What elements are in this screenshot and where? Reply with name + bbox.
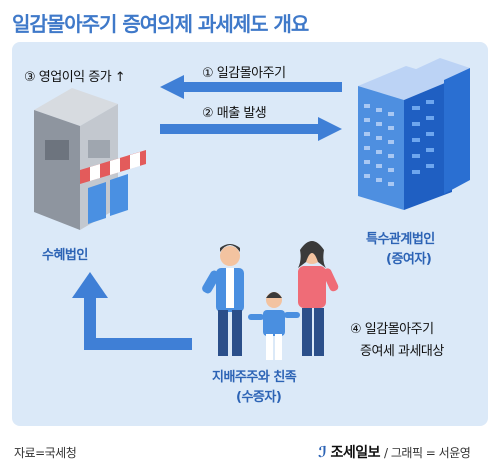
label-step2: ② 매출 발생 bbox=[202, 106, 267, 121]
page-title: 일감몰아주기 증여의제 과세제도 개요 bbox=[12, 12, 309, 36]
label-related-corp-role: (증여자) bbox=[386, 252, 432, 267]
arrow-up-icon bbox=[72, 272, 192, 350]
family-icon bbox=[202, 241, 339, 360]
source-note: 자료=국세청 bbox=[14, 446, 77, 460]
label-step1: ① 일감몰아주기 bbox=[202, 66, 286, 81]
footer-credit: ℐ 조세일보 / 그래픽 = 서윤영 bbox=[318, 442, 471, 462]
office-building-icon bbox=[358, 58, 470, 210]
label-shareholders: 지배주주와 친족 bbox=[212, 370, 297, 385]
label-step4-sub: 증여세 과세대상 bbox=[360, 344, 444, 359]
label-step3: ③ 영업이익 증가 ↑ bbox=[24, 70, 126, 85]
label-step4: ④ 일감몰아주기 bbox=[350, 322, 434, 337]
arrow-left-icon bbox=[160, 75, 342, 99]
label-related-corp: 특수관계법인 bbox=[366, 232, 435, 247]
store-building-icon bbox=[34, 88, 146, 230]
arrow-right-icon bbox=[160, 117, 342, 141]
graphic-credit: / 그래픽 = 서윤영 bbox=[384, 445, 471, 460]
label-beneficiary: 수혜법인 bbox=[42, 248, 88, 263]
brand-name: 조세일보 bbox=[330, 445, 380, 461]
brand-logo-icon: ℐ bbox=[318, 443, 327, 461]
label-shareholders-role: (수증자) bbox=[236, 390, 282, 405]
